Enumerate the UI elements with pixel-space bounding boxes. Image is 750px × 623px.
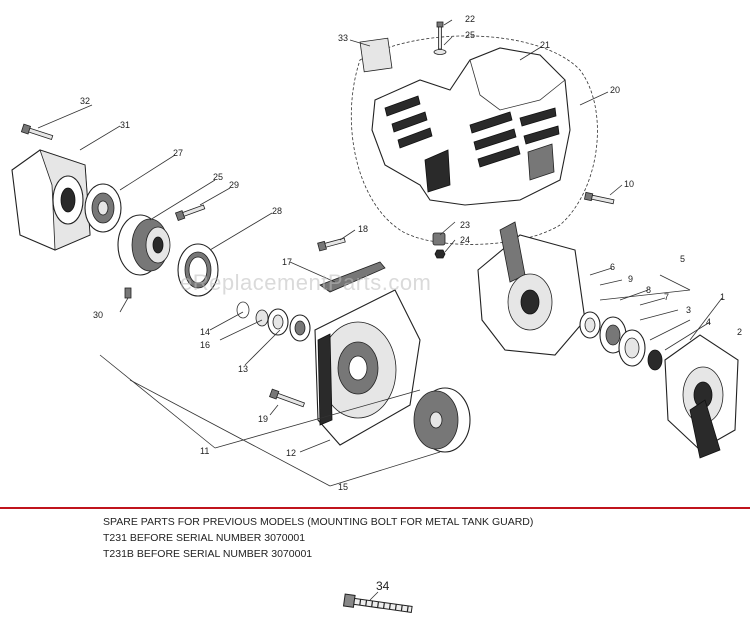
part-15-flywheel	[413, 387, 471, 453]
callout-labels: 1 2 3 4 5 6 7 8 9 10 11 12 13 14 15 16 1…	[80, 14, 742, 492]
callout-6: 6	[610, 262, 615, 272]
part-16-washer	[255, 309, 269, 327]
callout-20: 20	[610, 85, 620, 95]
part-1-crankcase-cover	[664, 334, 739, 459]
part-21-engine-cover	[371, 47, 571, 206]
part-18-bolt	[317, 237, 346, 252]
callout-29: 29	[229, 180, 239, 190]
exploded-parts-diagram: 1 2 3 4 5 6 7 8 9 10 11 12 13 14 15 16 1…	[11, 14, 742, 492]
part-4-seal	[647, 349, 663, 371]
cover-outline	[350, 35, 598, 245]
callout-3: 3	[686, 305, 691, 315]
callout-2: 2	[737, 327, 742, 337]
part-33-label-sticker	[359, 37, 393, 73]
watermark: eReplacementParts.com	[180, 270, 432, 295]
spare-parts-notes: SPARE PARTS FOR PREVIOUS MODELS (MOUNTIN…	[103, 514, 533, 562]
part-22-screw	[436, 21, 444, 50]
part-28-ring	[177, 243, 219, 297]
callout-34: 34	[376, 579, 390, 593]
callout-9: 9	[628, 274, 633, 284]
part-25-washer	[433, 49, 447, 55]
part-10-bolt	[583, 191, 615, 205]
leader-lines	[37, 19, 723, 487]
callout-1: 1	[720, 292, 725, 302]
callout-33: 33	[338, 33, 348, 43]
callout-24: 24	[460, 235, 470, 245]
notes-line-2: T231 BEFORE SERIAL NUMBER 3070001	[103, 532, 306, 544]
callout-16: 16	[200, 340, 210, 350]
callout-15: 15	[338, 482, 348, 492]
part-32-bolt	[20, 123, 54, 140]
callout-27: 27	[173, 148, 183, 158]
callout-11: 11	[200, 446, 209, 456]
section-divider	[0, 507, 750, 509]
callout-18: 18	[358, 224, 368, 234]
part-12-fan-housing	[314, 289, 421, 446]
callout-25-top: 25	[465, 30, 475, 40]
part-31-housing	[11, 149, 91, 251]
callout-28: 28	[272, 206, 282, 216]
callout-14: 14	[200, 327, 210, 337]
callout-5: 5	[680, 254, 685, 264]
part-27-clutch-drum	[84, 183, 122, 233]
callout-32: 32	[80, 96, 90, 106]
callout-22: 22	[465, 14, 475, 24]
part-24-nut	[434, 249, 446, 259]
callout-7: 7	[664, 292, 669, 302]
part-8-bearing	[618, 329, 646, 367]
callout-31: 31	[120, 120, 130, 130]
callout-10: 10	[624, 179, 634, 189]
crankcase-half	[477, 221, 586, 356]
part-30-pin	[124, 287, 132, 299]
part-14-circlip	[236, 301, 250, 319]
bearing	[289, 314, 311, 342]
part-17-bracket	[319, 261, 386, 293]
part-34-mounting-bolt: 34	[342, 579, 413, 613]
callout-8: 8	[646, 285, 651, 295]
part-13-bearing	[267, 308, 289, 336]
part-19-bolt	[269, 388, 305, 408]
callout-23: 23	[460, 220, 470, 230]
callout-21: 21	[540, 40, 550, 50]
callout-25-left: 25	[213, 172, 223, 182]
notes-line-1: SPARE PARTS FOR PREVIOUS MODELS (MOUNTIN…	[103, 516, 534, 528]
callout-4: 4	[706, 317, 711, 327]
callout-30: 30	[93, 310, 103, 320]
callout-19: 19	[258, 414, 268, 424]
part-23-spacer	[432, 232, 446, 246]
callout-12: 12	[286, 448, 296, 458]
part-7-bearing	[579, 311, 601, 339]
callout-13: 13	[238, 364, 248, 374]
notes-line-3: T231B BEFORE SERIAL NUMBER 3070001	[103, 548, 313, 560]
part-29-bolt	[174, 204, 206, 222]
callout-17: 17	[282, 257, 292, 267]
clutch-assembly	[117, 214, 171, 276]
